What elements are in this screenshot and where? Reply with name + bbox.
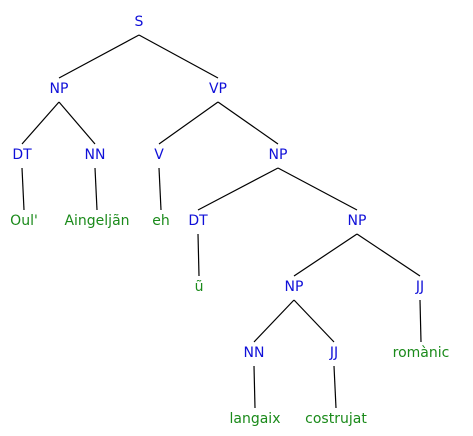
edge-s-np1 (58, 34, 140, 79)
edge-np3-np4 (293, 233, 358, 277)
edge-vp-np2 (217, 101, 279, 145)
edge-dt1-w-oul (21, 167, 25, 211)
edge-jj1-w-romanic (419, 299, 422, 343)
edge-np3-jj1 (356, 233, 421, 277)
category-label-np2: NP (269, 147, 288, 163)
word-label-w-romanic: romànic (393, 345, 450, 361)
edge-nn1-w-aing (94, 167, 98, 211)
edge-v-w-eh (158, 167, 162, 211)
category-label-vp: VP (209, 81, 227, 97)
edge-np4-nn2 (253, 299, 295, 343)
edge-np4-jj2 (293, 299, 335, 343)
edge-np2-np3 (277, 167, 358, 211)
edge-np1-nn1 (58, 101, 96, 145)
edge-jj2-w-costr (333, 365, 337, 409)
edge-dt2-w-u (197, 233, 200, 277)
category-label-np1: NP (50, 81, 69, 97)
category-label-s: S (135, 14, 144, 30)
edge-np1-dt1 (21, 101, 60, 145)
word-label-w-eh: eh (152, 213, 170, 229)
word-label-w-u: ũ (195, 279, 204, 295)
tree-edges (21, 34, 422, 409)
word-label-w-aing: Aingeljãn (64, 213, 129, 229)
category-label-nn1: NN (85, 147, 106, 163)
category-label-jj1: JJ (415, 279, 424, 295)
word-label-w-langaix: langaix (230, 411, 281, 427)
tree-labels: S NP VP DT NN V NP Oul' Aingeljãn eh DT NP ũ NP JJ NN JJ… (10, 14, 449, 427)
edge-s-vp (138, 34, 219, 79)
edge-np2-dt2 (197, 167, 279, 211)
category-label-nn2: NN (244, 345, 265, 361)
category-label-np3: NP (348, 213, 367, 229)
word-label-w-oul: Oul' (10, 213, 38, 229)
category-label-dt2: DT (188, 213, 208, 229)
edge-vp-v (158, 101, 219, 145)
category-label-jj2: JJ (329, 345, 338, 361)
word-label-w-costr: costrujat (305, 411, 367, 427)
category-label-np4: NP (285, 279, 304, 295)
category-label-v: V (154, 147, 164, 163)
edge-nn2-w-langaix (253, 365, 256, 409)
category-label-dt1: DT (12, 147, 32, 163)
